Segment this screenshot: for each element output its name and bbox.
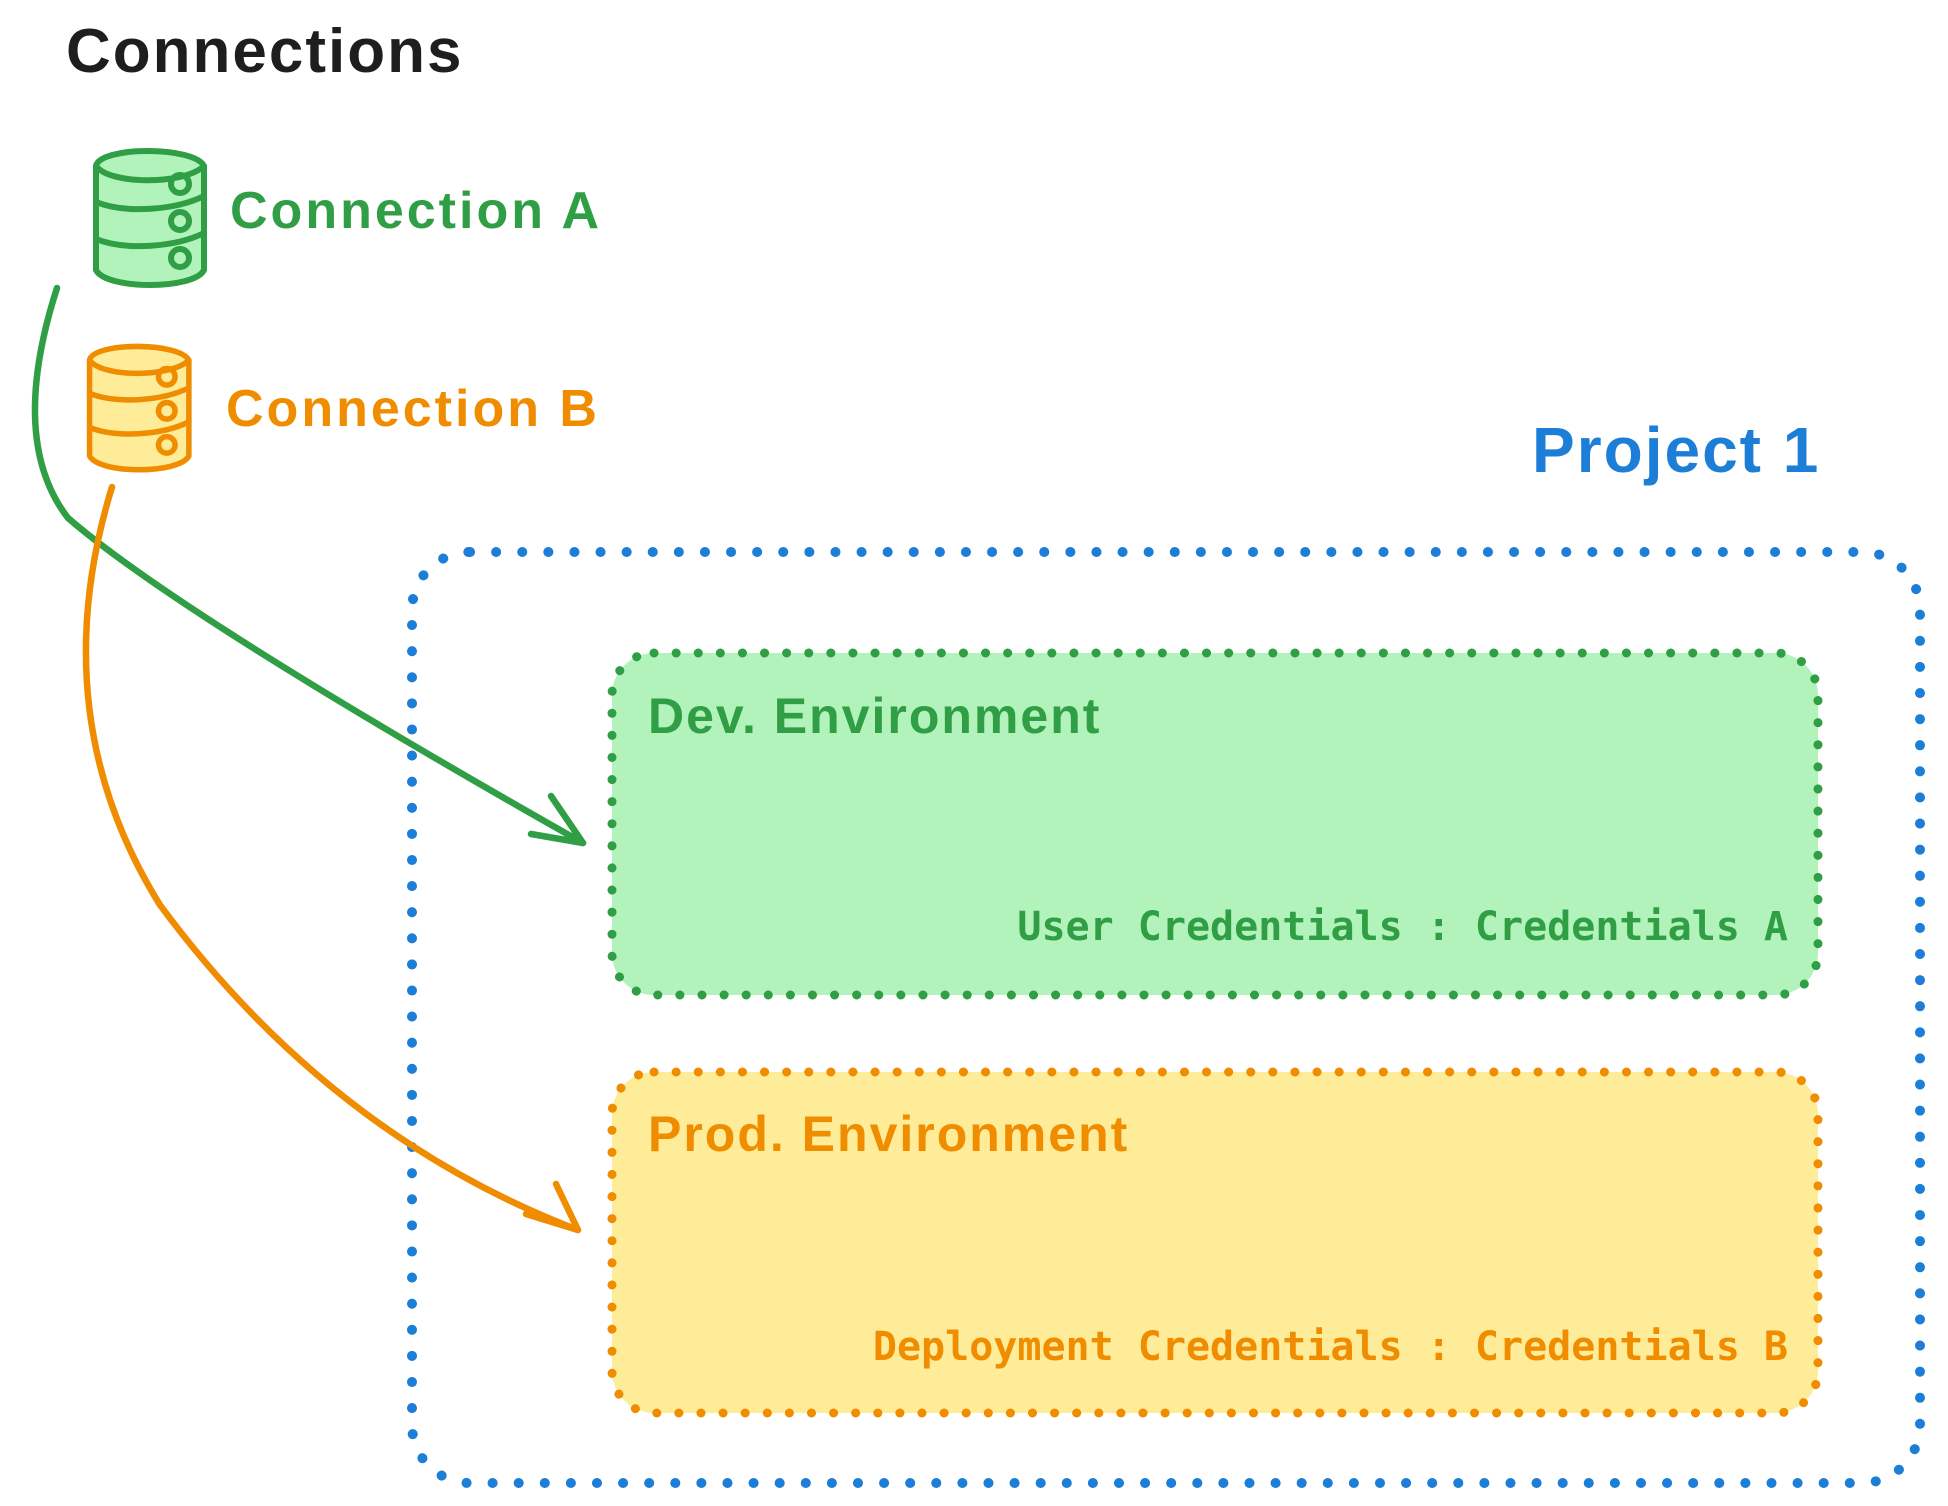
prod-environment-title: Prod. Environment bbox=[648, 1106, 1130, 1162]
project-label: Project 1 bbox=[1532, 414, 1821, 486]
diagram-title: Connections bbox=[66, 17, 464, 86]
connection-b-label: Connection B bbox=[226, 380, 600, 438]
database-icon-connection-b bbox=[90, 346, 189, 469]
arrow-connection-b-arrowhead-icon bbox=[522, 1180, 582, 1234]
env-box-prod bbox=[607, 1067, 1823, 1418]
project-box-border bbox=[407, 547, 1925, 1488]
prod-environment-credentials: Deployment Credentials : Credentials B bbox=[872, 1324, 1788, 1370]
arrow-connection-a-arrowhead-icon bbox=[527, 792, 587, 847]
database-icon-connection-a bbox=[96, 151, 204, 285]
arrow-connection-b-to-prod bbox=[82, 483, 582, 1234]
dev-environment-title: Dev. Environment bbox=[648, 688, 1102, 744]
connection-a-label: Connection A bbox=[230, 182, 603, 240]
env-box-dev bbox=[607, 648, 1823, 1000]
dev-environment-credentials: User Credentials : Credentials A bbox=[1017, 904, 1788, 950]
arrow-connection-a-to-dev bbox=[31, 284, 587, 847]
